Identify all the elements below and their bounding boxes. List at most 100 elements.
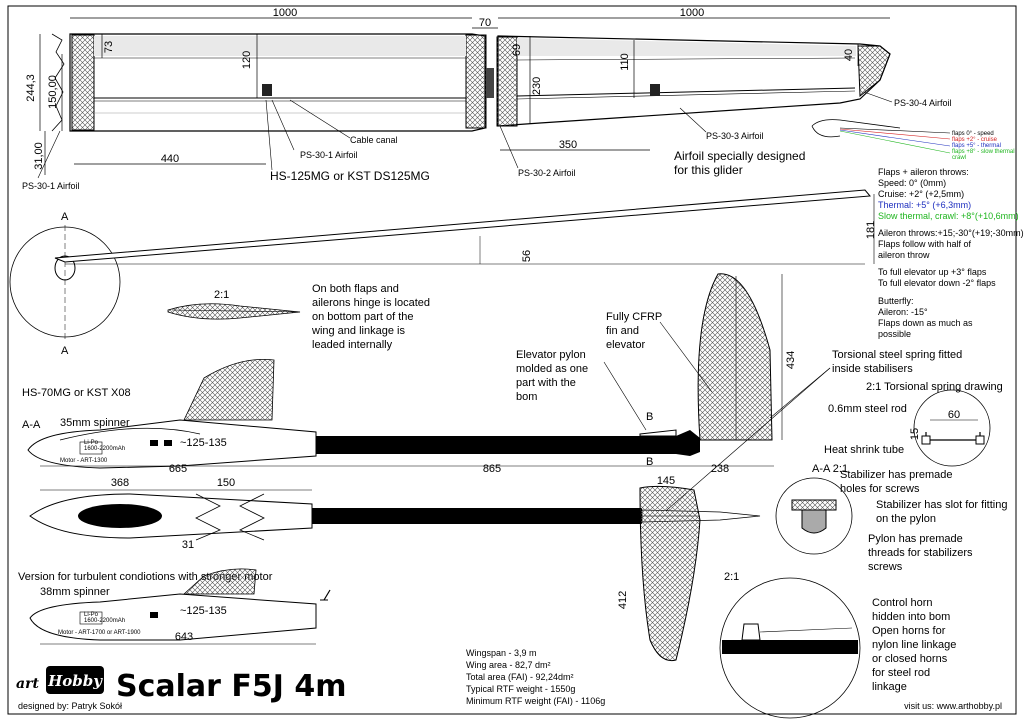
mini-legend-crawl: crawl [952,155,966,161]
label-motor1: Motor - ART-1300 [60,458,108,464]
svg-text:ailerons hinge is located: ailerons hinge is located [312,297,430,309]
mini-legend-thermal: flaps +5° - thermal [952,143,1001,149]
section-a-top: A [61,211,69,223]
label-battery2: 1600-2200mAh [84,618,125,624]
dim-125a: ~125-135 [180,437,227,449]
label-b-bottom: B [646,456,653,468]
wing-center-hatch-right [496,36,518,127]
svg-text:on the pylon: on the pylon [876,513,936,525]
sheet-frame [7,5,1017,715]
dim-440: 440 [161,153,179,165]
wing-front-view [9,189,875,340]
label-airfoil-note-2: for this glider [674,163,743,177]
dim-te-offset: 31,00 [33,142,45,170]
dim-60: 60 [948,409,960,421]
dim-181: 181 [865,221,877,239]
svg-text:Butterfly:: Butterfly: [878,296,914,306]
svg-text:screws: screws [868,561,903,573]
wing-center-hatch-left [465,34,487,129]
svg-text:holes for screws: holes for screws [840,483,920,495]
svg-text:Typical RTF weight - 1550g: Typical RTF weight - 1550g [466,684,575,694]
dim-368: 368 [111,477,129,489]
fuselage-side-view [27,273,773,469]
svg-text:Flaps + aileron throws:: Flaps + aileron throws: [878,167,969,177]
dim-root-chord: 244,3 [25,74,37,102]
svg-text:Open horns for: Open horns for [872,625,946,637]
dim-40: 40 [843,49,855,61]
svg-text:Minimum RTF weight (FAI) - 110: Minimum RTF weight (FAI) - 1106g [466,696,605,706]
svg-text:Pylon has premade: Pylon has premade [868,533,963,545]
label-lipo1: Li-Po [84,440,99,446]
svg-text:aileron throw: aileron throw [878,250,930,260]
dim-inner-chord: 150,00 [47,75,59,109]
pylon-note: Elevator pylon molded as one part with t… [516,349,588,403]
svg-text:Aileron throws:+15;-30°(+19;-3: Aileron throws:+15;-30°(+19;-30mm) [878,228,1024,238]
svg-text:Stabilizer has slot for fittin: Stabilizer has slot for fitting [876,499,1007,511]
label-scale-21a: 2:1 [214,289,229,301]
brand-logo: art Hobby [16,666,104,694]
svg-text:elevator: elevator [606,339,645,351]
dim-150b: 150 [217,477,235,489]
spring-note: Torsional steel spring fitted inside sta… [832,349,962,375]
throw-notes: Flaps + aileron throws: Speed: 0° (0mm) … [878,167,1024,339]
dim-31b: 31 [182,539,194,551]
label-spring-drawing: 2:1 Torsional spring drawing [866,381,1003,393]
mini-legend-slow: flaps +8° - slow thermal [952,149,1015,155]
wing-root-hatch [71,34,95,131]
stab-notes: Stabilizer has premade holes for screws … [840,469,1007,573]
wing-planform [51,33,891,132]
svg-text:Aileron: -15°: Aileron: -15° [878,307,928,317]
svg-text:Wingspan - 3,9 m: Wingspan - 3,9 m [466,648,537,658]
dim-434: 434 [785,351,797,369]
svg-text:for steel rod: for steel rod [872,667,930,679]
dim-643: 643 [175,631,193,643]
hinge-note: On both flaps and ailerons hinge is loca… [311,283,430,351]
horn-detail [719,577,861,719]
dim-120: 120 [241,51,253,69]
designer: designed by: Patryk Sokół [18,701,122,711]
dim-412: 412 [617,591,629,609]
svg-text:Elevator pylon: Elevator pylon [516,349,586,361]
svg-text:Stabilizer has premade: Stabilizer has premade [840,469,953,481]
dim-span-right: 1000 [680,7,704,19]
dim-665: 665 [169,463,187,475]
svg-text:bom: bom [516,391,537,403]
svg-text:Cruise: +2° (+2,5mm): Cruise: +2° (+2,5mm) [878,189,964,199]
label-ps301a: PS-30-1 Airfoil [300,150,358,160]
label-ps301b: PS-30-1 Airfoil [22,181,80,191]
svg-text:Fully CFRP: Fully CFRP [606,311,662,323]
svg-text:Thermal: +5° (+6,3mm): Thermal: +5° (+6,3mm) [878,200,971,210]
fuselage-turbulent [29,568,331,641]
svg-text:Speed: 0° (0mm): Speed: 0° (0mm) [878,178,946,188]
page-title: Scalar F5J 4m [116,669,347,704]
svg-text:Hobby: Hobby [47,672,103,690]
section-a-bottom: A [61,345,69,357]
wing-tip-hatch [857,45,891,98]
dim-span-left: 1000 [273,7,297,19]
horn-note: Control horn hidden into bom Open horns … [872,597,956,693]
svg-text:wing and linkage is: wing and linkage is [311,325,405,337]
svg-text:Total area (FAI) - 92,24dm²: Total area (FAI) - 92,24dm² [466,672,574,682]
svg-text:Slow thermal, crawl: +8°(+10,6: Slow thermal, crawl: +8°(+10,6mm) [878,211,1019,221]
svg-text:threads for stabilizers: threads for stabilizers [868,547,973,559]
label-heat-shrink: Heat shrink tube [824,444,904,456]
label-ps303: PS-30-3 Airfoil [706,131,764,141]
label-airfoil-note-1: Airfoil specially designed [674,149,805,163]
dim-73: 73 [103,41,115,53]
dim-center: 70 [479,17,491,29]
dim-125b: ~125-135 [180,605,227,617]
wing-dimensions [39,17,890,175]
label-steel-rod: 0.6mm steel rod [828,403,907,415]
label-scale-21b: 2:1 [724,571,739,583]
dim-230: 230 [531,77,543,95]
flap-throw-sketch [811,119,951,154]
dim-865: 865 [483,463,501,475]
specs: Wingspan - 3,9 m Wing area - 82,7 dm² To… [466,648,605,706]
svg-text:fin and: fin and [606,325,639,337]
label-spinner38: 38mm spinner [40,586,110,598]
svg-text:hidden into bom: hidden into bom [872,611,950,623]
dim-56: 56 [521,250,533,262]
svg-text:On both flaps and: On both flaps and [312,283,399,295]
svg-text:Wing area - 82,7 dm²: Wing area - 82,7 dm² [466,660,551,670]
